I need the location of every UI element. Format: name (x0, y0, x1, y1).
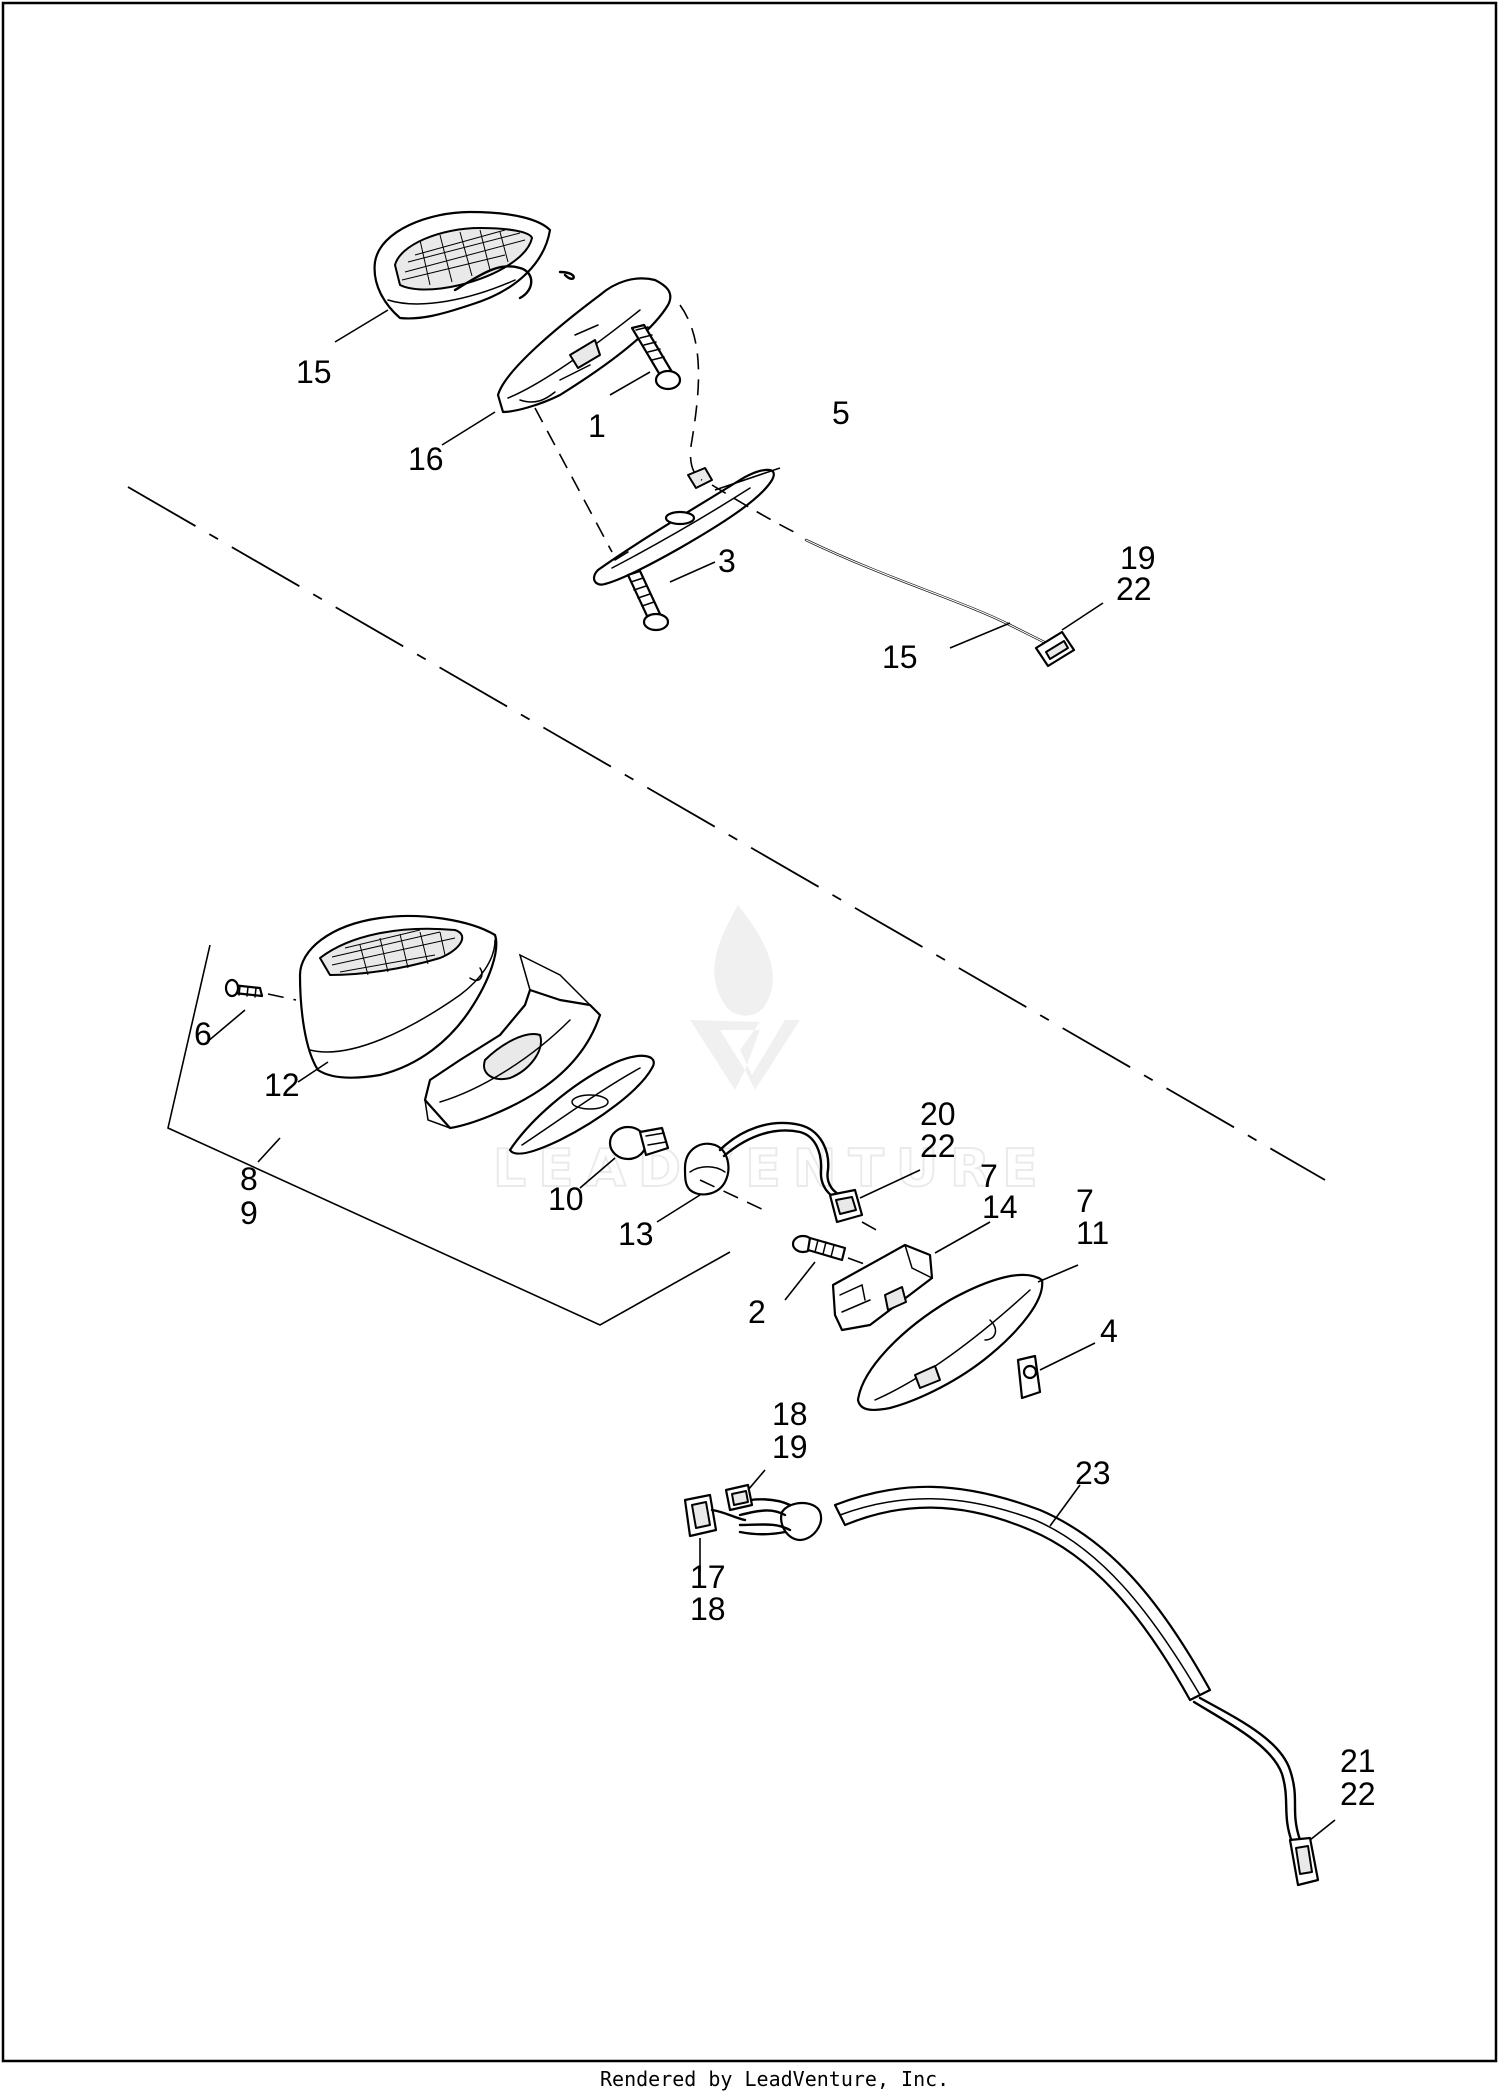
callout-screw-lower: 3 (718, 543, 736, 579)
upper-harness-connector (1034, 630, 1076, 668)
callout-socket-conn-1: 20 (920, 1096, 956, 1132)
section-divider-line (127, 486, 1326, 1181)
tail-lamp-base (423, 953, 602, 1130)
callout-nut-clip: 4 (1100, 1313, 1118, 1349)
callout-lens-screw: 6 (194, 1016, 212, 1052)
callout-socket: 13 (618, 1216, 654, 1252)
callout-board-2: 14 (982, 1189, 1018, 1225)
callout-cover-2: 11 (1076, 1215, 1109, 1251)
callout-harness-top: 15 (882, 639, 918, 675)
callout-kit-1: 8 (240, 1161, 258, 1197)
upper-lamp-housing (373, 210, 552, 320)
callout-socket-conn-2: 22 (920, 1128, 956, 1164)
top-assembly (373, 210, 1076, 668)
callout-labels: 15 16 1 5 3 19 22 15 6 12 8 9 10 13 20 2… (194, 354, 1376, 1812)
callout-housing-top: 15 (296, 354, 332, 390)
callout-harness: 23 (1075, 1455, 1111, 1491)
harness-end-connector (1288, 1836, 1320, 1887)
socket-wire (718, 1121, 842, 1197)
leadventure-watermark: LEADVENTURE (492, 905, 1050, 1200)
upper-lower-screw (626, 569, 670, 632)
lamp-cover (856, 1273, 1044, 1411)
callout-harness-end-1: 21 (1340, 1743, 1376, 1779)
callout-cover-1: 7 (1076, 1183, 1094, 1219)
watermark-brand: LEADVENTURE (493, 1139, 1050, 1199)
callout-connector-top-2: 22 (1116, 571, 1152, 607)
callout-harness-end-2: 22 (1340, 1776, 1376, 1812)
upper-screw (630, 323, 682, 391)
bulb-socket (683, 1142, 730, 1196)
kit-bracket (167, 944, 731, 1326)
upper-assembly-dashed-line (534, 407, 613, 553)
callout-plate-top: 5 (832, 395, 850, 431)
footer-credit: Rendered by LeadVenture, Inc. (600, 2067, 949, 2091)
callout-lens: 12 (264, 1067, 300, 1103)
callout-connector-top-1: 19 (1120, 540, 1156, 576)
main-wiring-harness (738, 1485, 1302, 1844)
lens-screw (224, 978, 264, 998)
tail-lamp-gasket (508, 1054, 655, 1155)
leader-lines (206, 309, 1336, 1841)
upper-lamp-base (496, 277, 672, 414)
callout-harness-conn-1: 18 (772, 1396, 808, 1432)
upper-harness-wire (804, 538, 1052, 647)
tail-lamp-bulb (608, 1125, 670, 1161)
socket-connector (828, 1188, 864, 1224)
callout-bulb: 10 (548, 1181, 584, 1217)
callout-board-1: 7 (980, 1158, 998, 1194)
circuit-board (831, 1243, 934, 1332)
nut-clip (1016, 1354, 1042, 1400)
board-screw (791, 1234, 847, 1262)
callout-base-top: 16 (408, 441, 444, 477)
callout-screw-top: 1 (588, 408, 606, 444)
callout-harness-conn-2: 19 (772, 1429, 808, 1465)
upper-mounting-plate (592, 467, 775, 586)
harness-connector-b (683, 1493, 718, 1538)
callout-kit-2: 9 (240, 1195, 258, 1231)
upper-housing-wire (453, 265, 533, 300)
callout-harness-conn-3: 17 (690, 1559, 726, 1595)
callout-board-screw: 2 (748, 1294, 766, 1330)
tail-lamp-lens (298, 914, 498, 1079)
callout-harness-conn-4: 18 (690, 1591, 726, 1627)
bottom-assembly (167, 914, 1320, 1887)
harness-connector-a (724, 1483, 754, 1512)
